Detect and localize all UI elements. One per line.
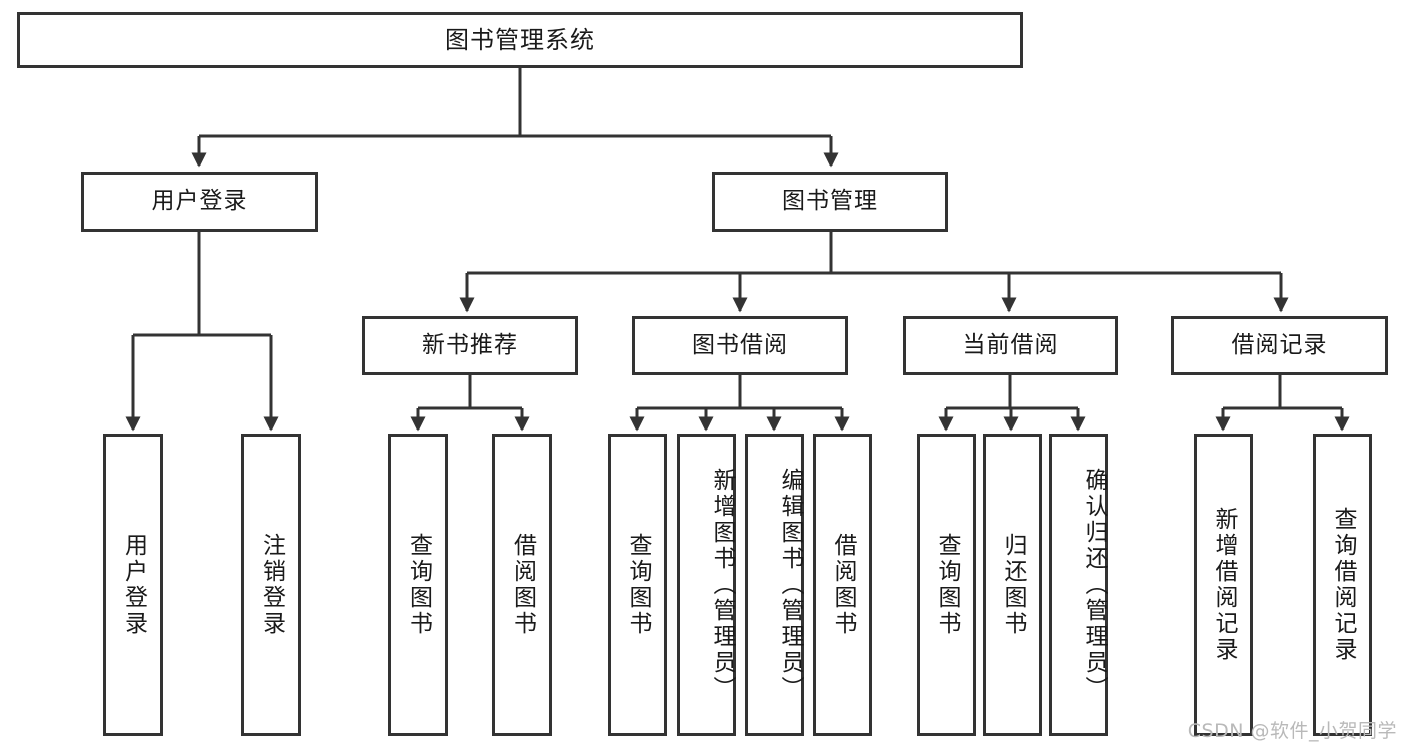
node-current-borrow-label: 当前借阅 xyxy=(962,331,1059,358)
node-leaf-logout-label: 注销登录 xyxy=(258,533,285,637)
watermark: CSDN @软件_小贺同学 xyxy=(1187,720,1397,742)
node-leaf-add-record-label: 新增借阅记录 xyxy=(1211,507,1237,663)
node-current-borrow[interactable]: 当前借阅 xyxy=(903,316,1118,375)
node-borrow-record[interactable]: 借阅记录 xyxy=(1171,316,1388,375)
node-leaf-logout[interactable]: 注销登录 xyxy=(241,434,301,736)
node-user-login-label: 用户登录 xyxy=(151,188,248,215)
node-leaf-edit-book-label: 编辑图书（管理员） xyxy=(777,468,803,702)
node-book-manage[interactable]: 图书管理 xyxy=(712,172,948,232)
node-borrow-record-label: 借阅记录 xyxy=(1231,331,1328,358)
node-new-book-recommend[interactable]: 新书推荐 xyxy=(362,316,578,375)
node-leaf-user-login-label: 用户登录 xyxy=(120,533,147,637)
node-leaf-confirm-return-label: 确认归还（管理员） xyxy=(1081,468,1107,702)
node-user-login[interactable]: 用户登录 xyxy=(81,172,318,232)
node-leaf-borrow-book-2[interactable]: 借阅图书 xyxy=(813,434,872,736)
node-leaf-confirm-return[interactable]: 确认归还（管理员） xyxy=(1049,434,1108,736)
node-leaf-add-book[interactable]: 新增图书（管理员） xyxy=(677,434,736,736)
node-leaf-query-book-2-label: 查询图书 xyxy=(625,533,651,637)
node-leaf-return-book[interactable]: 归还图书 xyxy=(983,434,1042,736)
node-book-borrow-label: 图书借阅 xyxy=(692,331,788,358)
node-book-borrow[interactable]: 图书借阅 xyxy=(632,316,848,375)
node-leaf-query-book-3[interactable]: 查询图书 xyxy=(917,434,976,736)
node-new-book-recommend-label: 新书推荐 xyxy=(422,331,518,358)
node-leaf-query-book-2[interactable]: 查询图书 xyxy=(608,434,667,736)
node-leaf-add-book-label: 新增图书（管理员） xyxy=(709,468,735,702)
node-leaf-query-book-1-label: 查询图书 xyxy=(405,533,432,637)
node-leaf-borrow-book-1[interactable]: 借阅图书 xyxy=(492,434,552,736)
node-leaf-query-book-1[interactable]: 查询图书 xyxy=(388,434,448,736)
node-leaf-borrow-book-1-label: 借阅图书 xyxy=(509,533,536,637)
node-root-label: 图书管理系统 xyxy=(445,25,595,54)
node-leaf-add-record[interactable]: 新增借阅记录 xyxy=(1194,434,1253,736)
node-leaf-query-book-3-label: 查询图书 xyxy=(934,533,960,637)
node-leaf-query-record-label: 查询借阅记录 xyxy=(1330,507,1356,663)
node-leaf-return-book-label: 归还图书 xyxy=(1000,533,1026,637)
node-leaf-borrow-book-2-label: 借阅图书 xyxy=(830,533,856,637)
node-leaf-edit-book[interactable]: 编辑图书（管理员） xyxy=(745,434,804,736)
node-book-manage-label: 图书管理 xyxy=(782,188,878,215)
node-leaf-user-login[interactable]: 用户登录 xyxy=(103,434,163,736)
node-root[interactable]: 图书管理系统 xyxy=(17,12,1023,68)
node-leaf-query-record[interactable]: 查询借阅记录 xyxy=(1313,434,1372,736)
